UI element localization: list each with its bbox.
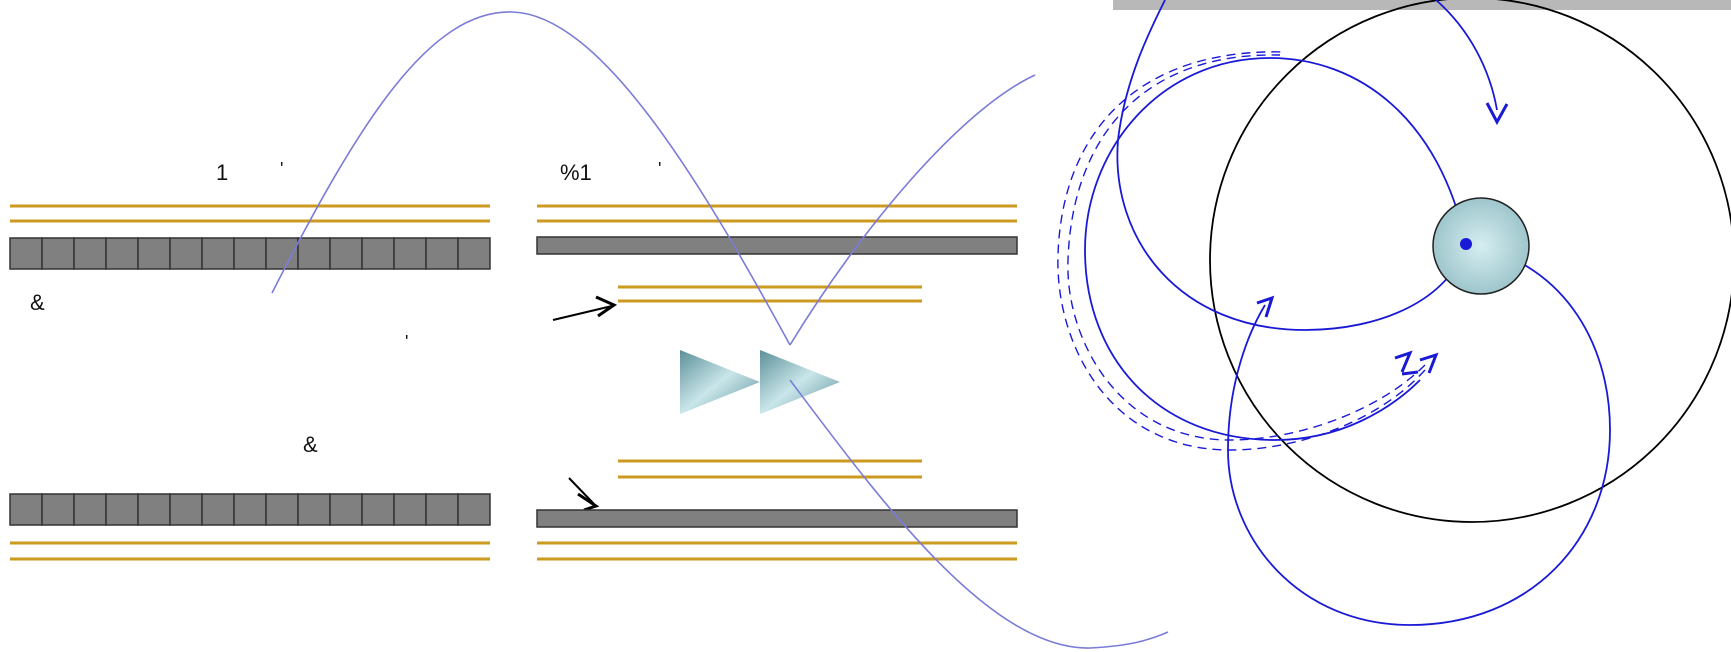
segment-block [297, 493, 331, 526]
left-top-strands [10, 204, 490, 223]
right-upper-short-strands [618, 285, 922, 303]
right-top-quote-label: ' [658, 159, 662, 179]
segment-block [329, 493, 363, 526]
segment-block [233, 493, 267, 526]
left-top-label: 1 [216, 160, 229, 185]
right-top-strands [537, 204, 1017, 223]
segment-block [137, 237, 171, 270]
fast-forward-triangles-icon [680, 350, 840, 414]
right-bottom-solid-bar [536, 509, 1018, 528]
segment-block [9, 493, 43, 526]
right-bottom-strands [537, 541, 1017, 561]
wave-curve-3 [789, 379, 1169, 649]
blue-orbit-middle [1084, 57, 1467, 441]
segment-block [393, 237, 427, 270]
blue-orbit-upper [1116, 0, 1467, 331]
orbit-arrow-icons [1256, 102, 1509, 376]
segment-block [233, 237, 267, 270]
segment-block [201, 493, 235, 526]
segment-block [137, 493, 171, 526]
segment-block [201, 237, 235, 270]
segment-block [169, 493, 203, 526]
left-amp-label-1: & [30, 290, 45, 315]
left-bottom-strands [10, 541, 490, 561]
segment-block [425, 237, 459, 270]
segment-block [361, 237, 395, 270]
blue-orbit-top-arc [1435, 0, 1498, 111]
segment-block [105, 493, 139, 526]
segment-block [393, 493, 427, 526]
segment-block [297, 237, 331, 270]
segment-block [169, 237, 203, 270]
blue-orbit-lower [1227, 243, 1611, 626]
arrow-down-right-icon [568, 477, 600, 512]
segment-block [457, 493, 491, 526]
wave-curve-1 [271, 11, 791, 346]
segment-block [73, 493, 107, 526]
segment-block [41, 493, 75, 526]
segment-block [329, 237, 363, 270]
segment-block [41, 237, 75, 270]
top-bar [1113, 0, 1731, 10]
dashed-orbit [1067, 54, 1426, 441]
large-black-orbit [1209, 0, 1731, 523]
segment-block [457, 237, 491, 270]
left-bottom-segmented-bar [9, 493, 491, 526]
wave-curve-2 [789, 74, 1036, 346]
left-amp-label-2: & [303, 432, 318, 457]
segment-block [9, 237, 43, 270]
arrow-right-icon [552, 295, 618, 321]
right-top-label: %1 [560, 160, 592, 185]
left-top-segmented-bar [9, 237, 491, 270]
left-quote-label-2: ' [405, 332, 409, 352]
left-top-quote-label: ' [280, 159, 284, 179]
right-lower-short-strands [618, 459, 922, 479]
dashed-orbit-inner [1057, 51, 1426, 451]
segment-block [105, 237, 139, 270]
segment-block [73, 237, 107, 270]
segment-block [425, 493, 459, 526]
center-point [1460, 238, 1472, 250]
central-sphere [1432, 197, 1530, 295]
right-top-solid-bar [536, 236, 1018, 255]
segment-block [265, 493, 299, 526]
segment-block [361, 493, 395, 526]
